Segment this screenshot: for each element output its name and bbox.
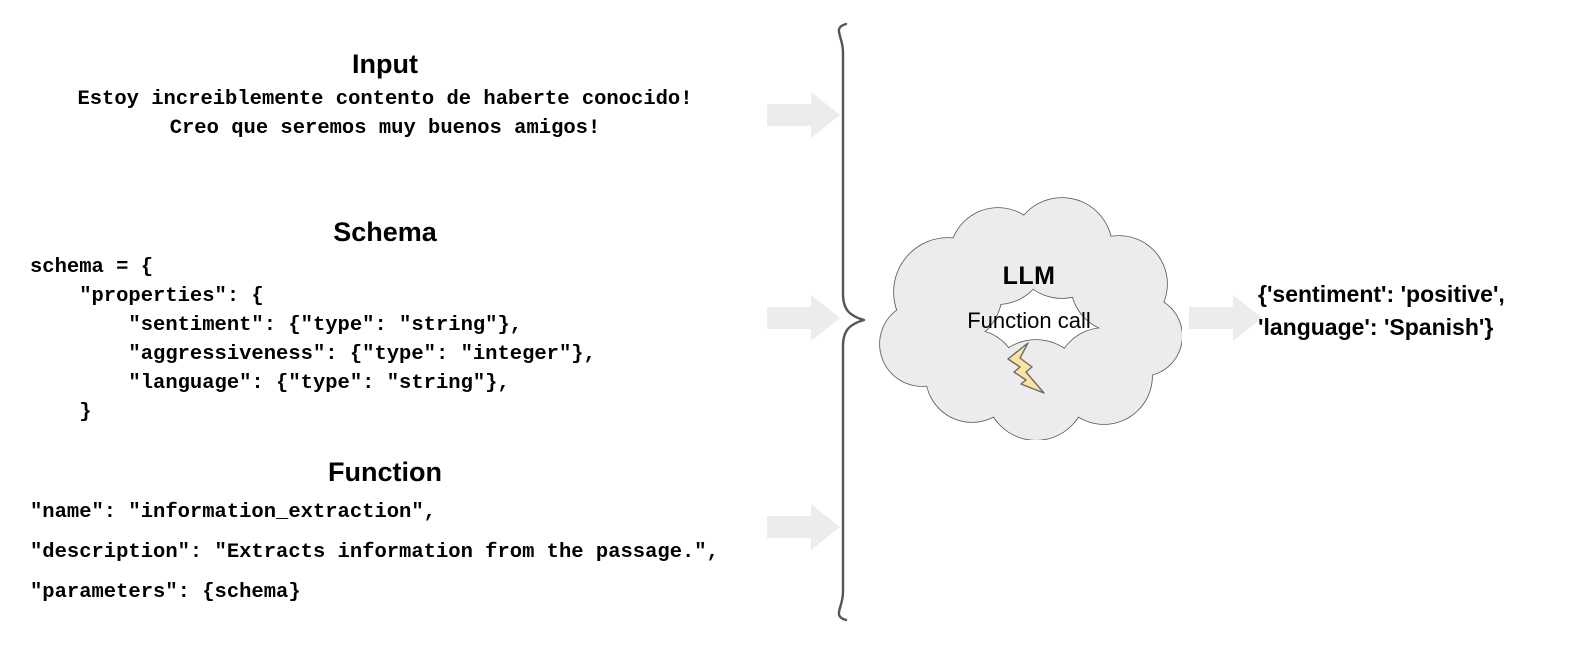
schema-section: Schema schema = { "properties": { "senti… [0,216,770,427]
schema-code-line-2: "properties": { [30,285,264,308]
schema-code-line-1: schema = { [30,256,154,279]
output-arrow-icon [1189,295,1262,341]
output-line-1: {'sentiment': 'positive', [1258,281,1505,307]
input-section: Input Estoy increiblemente contento de h… [0,48,770,143]
function-heading: Function [328,457,442,487]
llm-cloud: LLM Function call [876,196,1183,441]
schema-code-line-4: "aggressiveness": {"type": "integer"}, [30,343,596,366]
grouping-brace [826,22,872,622]
schema-code-line-5: "language": {"type": "string"}, [30,372,510,395]
schema-heading: Schema [333,217,437,247]
output-line-2: 'language': 'Spanish'} [1258,314,1494,340]
input-text-line-2: Creo que seremos muy buenos amigos! [169,117,601,140]
function-code-line-1: "name": "information_extraction", [30,501,436,524]
function-code-line-2: "description": "Extracts information fro… [30,541,719,564]
input-arrow-icon [767,92,840,138]
llm-title: LLM [1002,262,1056,290]
input-text-line-1: Estoy increiblemente contento de haberte… [77,88,693,111]
schema-code-line-6: } [30,401,92,424]
schema-code-line-3: "sentiment": {"type": "string"}, [30,314,523,337]
schema-arrow-icon [767,295,840,341]
function-arrow-icon [767,504,840,550]
function-section: Function "name": "information_extraction… [0,456,770,613]
output-section: {'sentiment': 'positive', 'language': 'S… [1258,278,1578,344]
function-code-line-3: "parameters": {schema} [30,581,301,604]
input-heading: Input [352,49,418,79]
llm-subtitle: Function call [967,308,1091,333]
lightning-bolt-icon [1004,340,1058,396]
